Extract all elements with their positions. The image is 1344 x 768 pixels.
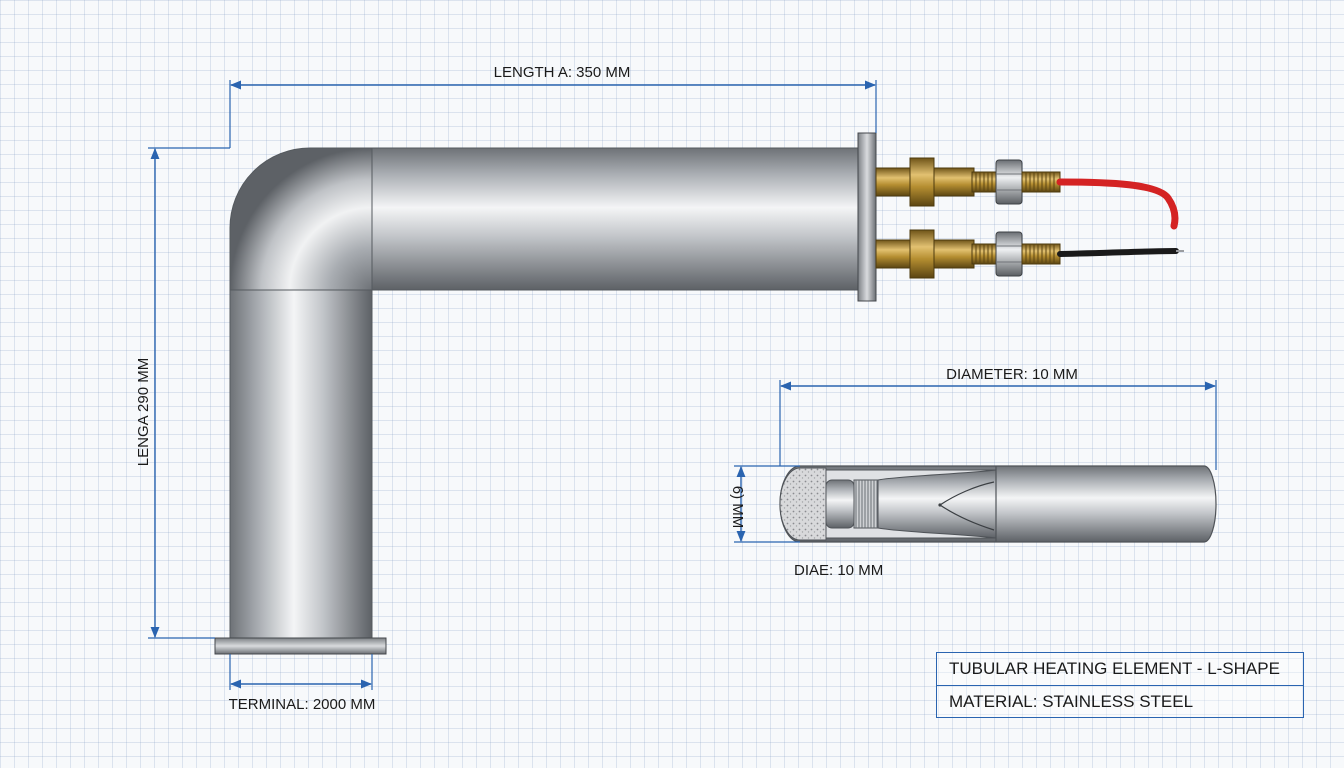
lower-threads xyxy=(971,243,999,265)
length-a-label: LENGTH A: 350 MM xyxy=(494,64,631,81)
lower-terminal xyxy=(875,229,1184,279)
mgo-insulation xyxy=(779,467,827,541)
resistance-wire xyxy=(939,481,995,531)
upper-threads xyxy=(971,171,999,193)
material-spec: MATERIAL: STAINLESS STEEL xyxy=(937,685,1303,717)
diameter-label: DIAMETER: 10 MM xyxy=(946,366,1078,383)
tube-elbow xyxy=(229,147,373,291)
cutaway-section-view xyxy=(779,465,1217,543)
title-block: TUBULAR HEATING ELEMENT - L-SHAPE MATERI… xyxy=(936,652,1304,718)
length-b-dimension: LENGA 290 MM xyxy=(135,147,230,639)
small-diameter-dimension: 6) MM xyxy=(729,465,800,543)
upper-terminal xyxy=(875,157,1179,230)
terminal-dimension: TERMINAL: 2000 MM xyxy=(229,654,376,713)
upper-hex-nut xyxy=(995,159,1023,205)
bottom-base-flange xyxy=(214,637,387,655)
length-b-label: LENGA 290 MM xyxy=(135,358,152,466)
small-diameter-label: 6) MM xyxy=(729,486,746,529)
terminal-fittings xyxy=(875,157,1184,279)
diameter-dimension: DIAMETER: 10 MM xyxy=(779,366,1217,470)
diameter-bottom-label: DIAE: 10 MM xyxy=(794,562,883,579)
terminal-label: TERMINAL: 2000 MM xyxy=(229,696,376,713)
length-a-dimension: LENGTH A: 350 MM xyxy=(229,64,877,148)
lower-hex-nut xyxy=(995,231,1023,277)
l-shaped-tube xyxy=(214,132,877,655)
vertical-tube-section xyxy=(229,289,373,641)
resistance-coil xyxy=(853,479,879,529)
black-lead-wire xyxy=(1057,248,1179,257)
drawing-title: TUBULAR HEATING ELEMENT - L-SHAPE xyxy=(949,659,1280,678)
terminal-end-flange xyxy=(857,132,877,302)
horizontal-tube-section xyxy=(371,147,861,291)
red-lead-wire xyxy=(1056,178,1179,230)
